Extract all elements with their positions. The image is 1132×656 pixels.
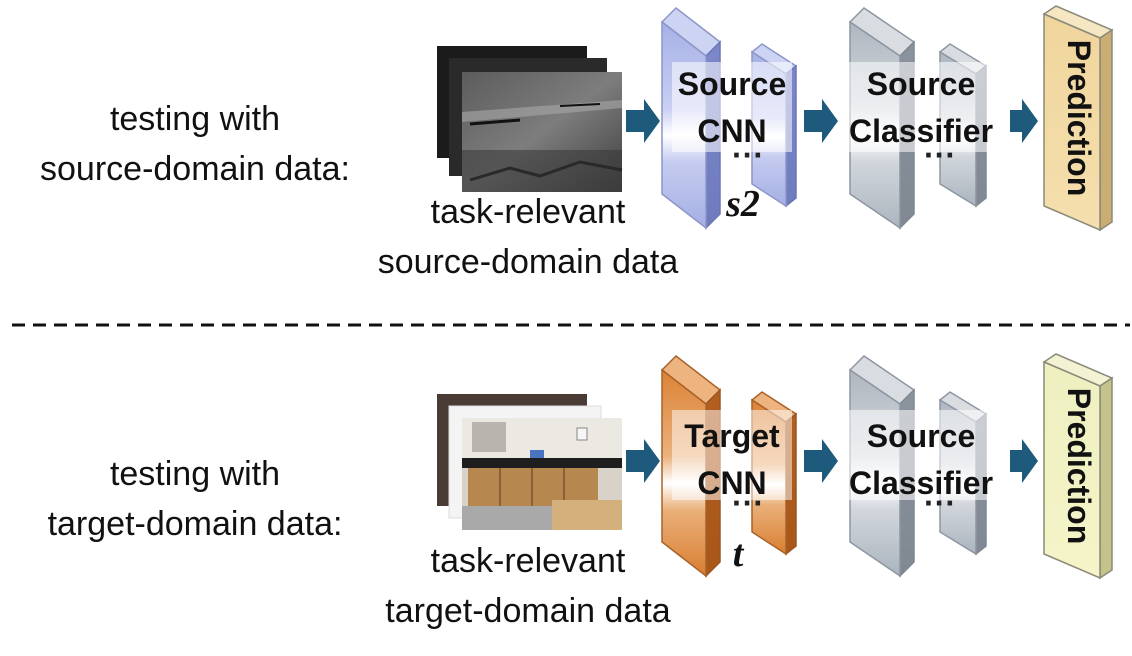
arrow-right-icon <box>1010 439 1038 483</box>
source-caption-line1: testing with <box>110 100 280 138</box>
target-row: testing with target-domain data: task-re… <box>48 353 1114 630</box>
target-cnn-line2: CNN <box>697 465 766 501</box>
arrow-right-icon <box>626 439 660 483</box>
source-cnn-symbol: s2 <box>725 183 760 225</box>
arrow-right-icon <box>804 99 838 143</box>
source-classifier-line1: Source <box>867 66 975 102</box>
target-data-label-line1: task-relevant <box>431 542 626 580</box>
source-data-label-line2: source-domain data <box>378 243 679 281</box>
source-caption-line2: source-domain data: <box>40 150 350 188</box>
target-prediction-label: Prediction <box>1061 388 1097 544</box>
source-prediction-block: Prediction <box>1042 5 1114 232</box>
target-caption-line1: testing with <box>110 455 280 493</box>
source-cnn-dots: ··· <box>732 137 764 173</box>
target-rgb-image-stack <box>437 394 622 530</box>
target-cnn-line1: Target <box>684 418 780 454</box>
target-row-classifier-line2: Classifier <box>849 465 993 501</box>
source-prediction-label: Prediction <box>1061 40 1097 196</box>
source-data-label-line1: task-relevant <box>431 193 626 231</box>
source-cnn-line2: CNN <box>697 113 766 149</box>
source-row: testing with source-domain data: task-re… <box>40 5 1114 281</box>
target-row-classifier-dots: ··· <box>924 485 956 521</box>
target-caption-line2: target-domain data: <box>48 505 343 543</box>
target-data-label-line2: target-domain data <box>385 592 670 630</box>
arrow-right-icon <box>626 99 660 143</box>
source-classifier-dots: ··· <box>924 137 956 173</box>
source-depth-image-stack <box>437 46 623 192</box>
target-cnn-dots: ··· <box>732 485 764 521</box>
target-row-classifier-line1: Source <box>867 418 975 454</box>
arrow-right-icon <box>1010 99 1038 143</box>
arrow-right-icon <box>804 439 838 483</box>
source-classifier-line2: Classifier <box>849 113 993 149</box>
target-row-classifier-block: Source Classifier ··· <box>838 355 1004 578</box>
source-cnn-line1: Source <box>678 66 786 102</box>
target-cnn-symbol: t <box>733 533 745 575</box>
target-cnn-block: Target CNN ··· t <box>660 355 798 578</box>
source-classifier-block: Source Classifier ··· <box>838 7 1004 230</box>
source-cnn-block: Source CNN ··· s2 <box>660 7 798 230</box>
target-prediction-block: Prediction <box>1042 353 1114 580</box>
